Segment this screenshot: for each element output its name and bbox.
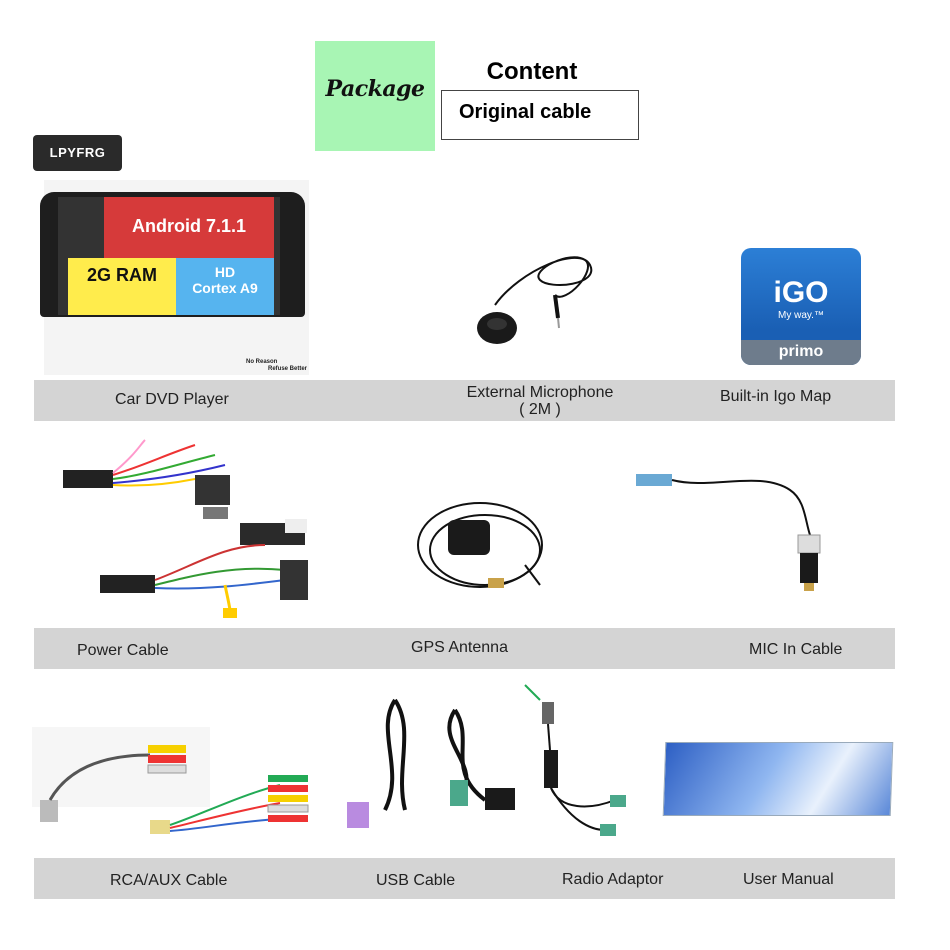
- cpu-line-1: HD: [214, 264, 236, 280]
- label-external-microphone-line-2: ( 2M ): [519, 401, 561, 418]
- label-user-manual: User Manual: [743, 871, 834, 888]
- label-bar-3: [34, 858, 895, 899]
- mic-in-cable-image: [636, 474, 821, 591]
- cpu-line-2: Cortex A9: [192, 280, 258, 296]
- label-gps-antenna: GPS Antenna: [411, 639, 508, 656]
- label-mic-in-cable: MIC In Cable: [749, 641, 843, 658]
- igo-logo: iGO My way.™ primo: [741, 248, 861, 365]
- user-manual-image: [662, 742, 894, 816]
- microphone-image: [477, 256, 593, 344]
- igo-tagline: My way.™: [778, 310, 824, 321]
- gps-antenna-image: [417, 502, 543, 588]
- tiny-caption-line-1: No Reason: [246, 359, 278, 365]
- label-rca-aux-cable: RCA/AUX Cable: [110, 872, 228, 889]
- package-label: Package: [325, 76, 425, 102]
- igo-wordmark: iGO: [773, 276, 829, 309]
- tiny-caption: No Reason Refuse Better: [246, 359, 307, 373]
- label-car-dvd-player: Car DVD Player: [115, 391, 229, 408]
- label-igo-map: Built-in Igo Map: [720, 388, 832, 405]
- radio-adaptor-image: [524, 684, 626, 836]
- tiny-caption-line-2: Refuse Better: [268, 366, 308, 372]
- igo-edition: primo: [741, 340, 861, 365]
- brand-badge: LPYFRG: [33, 135, 122, 171]
- content-title: Content: [486, 58, 578, 85]
- label-power-cable: Power Cable: [77, 642, 169, 659]
- ram-tile: 2G RAM: [68, 258, 176, 315]
- rca-aux-cable-image: [32, 727, 309, 834]
- android-version-tile: Android 7.1.1: [104, 197, 274, 258]
- label-bar-2: [34, 628, 895, 669]
- label-external-microphone: External Microphone ( 2M ): [440, 384, 640, 418]
- label-radio-adaptor: Radio Adaptor: [562, 871, 664, 888]
- power-cable-image: [63, 439, 308, 618]
- label-external-microphone-line-1: External Microphone: [466, 384, 614, 401]
- usb-cable-image: [347, 698, 515, 828]
- cpu-tile: HD Cortex A9: [176, 258, 274, 315]
- label-bar-1: [34, 380, 895, 421]
- original-cable-label: Original cable: [459, 101, 592, 123]
- original-cable-box: [441, 90, 639, 140]
- label-usb-cable: USB Cable: [376, 872, 456, 889]
- package-badge: [315, 41, 435, 151]
